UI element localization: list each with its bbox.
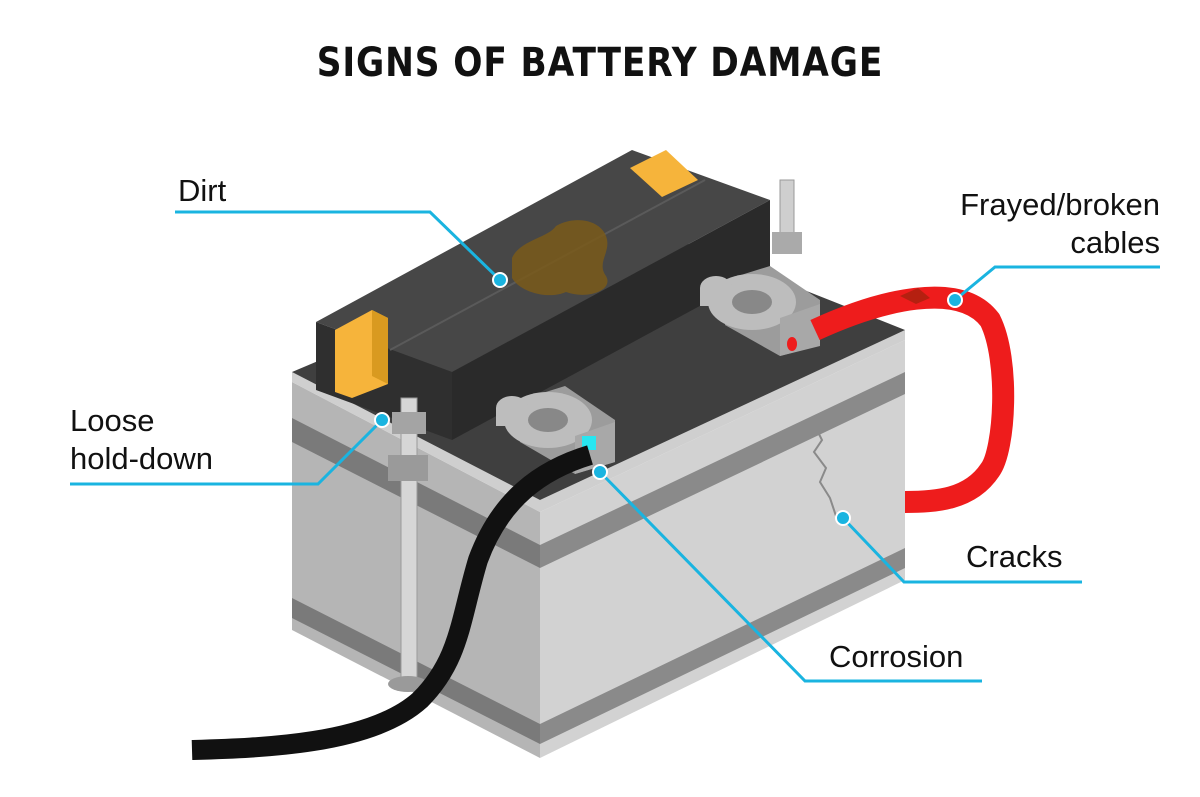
- vent-cover: [316, 150, 770, 440]
- label-loose-hold-down: Loose hold-down: [70, 402, 213, 478]
- label-corrosion: Corrosion: [829, 638, 963, 676]
- dirt-dot: [492, 272, 508, 288]
- frayed-label-line1: Frayed/broken: [960, 187, 1160, 222]
- hold-down-rods: [388, 179, 802, 692]
- cracks-dot: [835, 510, 851, 526]
- label-frayed-cables: Frayed/broken cables: [935, 186, 1160, 262]
- frayed-leader: [954, 265, 1160, 302]
- corrosion-label-text: Corrosion: [829, 639, 964, 674]
- dirt-leader: [175, 210, 502, 282]
- leader-dots: [374, 272, 963, 526]
- label-cracks: Cracks: [966, 538, 1062, 576]
- negative-cable: [191, 445, 593, 760]
- dirt-label-text: Dirt: [178, 173, 227, 208]
- loose-dot: [374, 412, 390, 428]
- loose-leader: [70, 418, 384, 486]
- corrosion-leader: [598, 470, 982, 683]
- loose-label-line1: Loose: [70, 403, 155, 438]
- cracks-label-text: Cracks: [966, 539, 1063, 574]
- crack: [811, 419, 837, 517]
- frayed-dot: [947, 292, 963, 308]
- cracks-leader: [841, 516, 1082, 584]
- positive-cable: [810, 286, 1015, 513]
- corrosion-dot: [592, 464, 608, 480]
- frayed-label-line2: cables: [1070, 225, 1160, 260]
- loose-label-line2: hold-down: [70, 441, 214, 476]
- label-dirt: Dirt: [178, 172, 226, 210]
- diagram-title: SIGNS OF BATTERY DAMAGE: [316, 40, 884, 86]
- positive-terminal: [700, 266, 820, 356]
- negative-terminal: [496, 386, 615, 474]
- dirt-stain: [512, 220, 608, 296]
- leader-lines: [70, 210, 1160, 683]
